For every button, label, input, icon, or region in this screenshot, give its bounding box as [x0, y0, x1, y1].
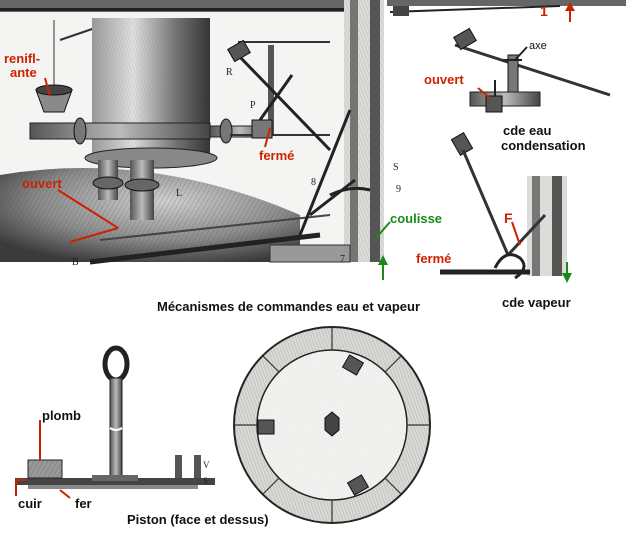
svg-text:L: L: [176, 188, 182, 199]
cde-eau-panel: [387, 0, 626, 113]
pointer-lines-right-mid: [511, 221, 521, 246]
label-ouvert-right: ouvert: [424, 72, 464, 87]
label-axe: axe: [529, 40, 547, 52]
svg-text:8: 8: [311, 177, 316, 188]
pointer-lines-left: [44, 77, 271, 243]
label-plomb: plomb: [42, 408, 81, 423]
svg-text:V: V: [203, 460, 210, 470]
label-ferme-top: fermé: [259, 148, 295, 163]
label-cde-vapeur: cde vapeur: [502, 295, 571, 310]
label-renifl: renifl-: [4, 51, 41, 66]
caption-commandes: Mécanismes de commandes eau et vapeur: [157, 299, 421, 314]
label-ferme-right: fermé: [416, 251, 452, 266]
pointer-lines-right-top: [477, 46, 528, 99]
svg-text:9: 9: [396, 184, 401, 195]
svg-text:S: S: [203, 476, 208, 486]
engine-panel: R P L B S 9 8 7: [0, 0, 401, 268]
cde-vapeur-panel: [440, 132, 567, 280]
caption-piston: Piston (face et dessus): [127, 512, 269, 527]
label-cde-eau: cde eau: [503, 123, 552, 138]
label-condensation: condensation: [501, 138, 586, 153]
svg-text:7: 7: [340, 254, 345, 265]
arrow-down-green: [562, 262, 572, 283]
piston-pointers: [15, 420, 71, 499]
arrow-up-red: [565, 2, 575, 22]
svg-text:R: R: [226, 67, 233, 78]
coulisse-pointer: [375, 221, 391, 280]
label-one: 1: [540, 3, 548, 19]
svg-text:S: S: [393, 162, 399, 173]
svg-text:P: P: [250, 100, 256, 111]
piston-top-view: [233, 326, 431, 524]
svg-text:B: B: [72, 257, 79, 268]
piston-face: V S: [15, 345, 215, 489]
label-cuir: cuir: [18, 496, 42, 511]
label-fer: fer: [75, 496, 92, 511]
label-F: F: [504, 210, 513, 226]
label-ante: ante: [10, 65, 37, 80]
label-coulisse: coulisse: [390, 211, 443, 226]
label-ouvert-left: ouvert: [22, 176, 62, 191]
